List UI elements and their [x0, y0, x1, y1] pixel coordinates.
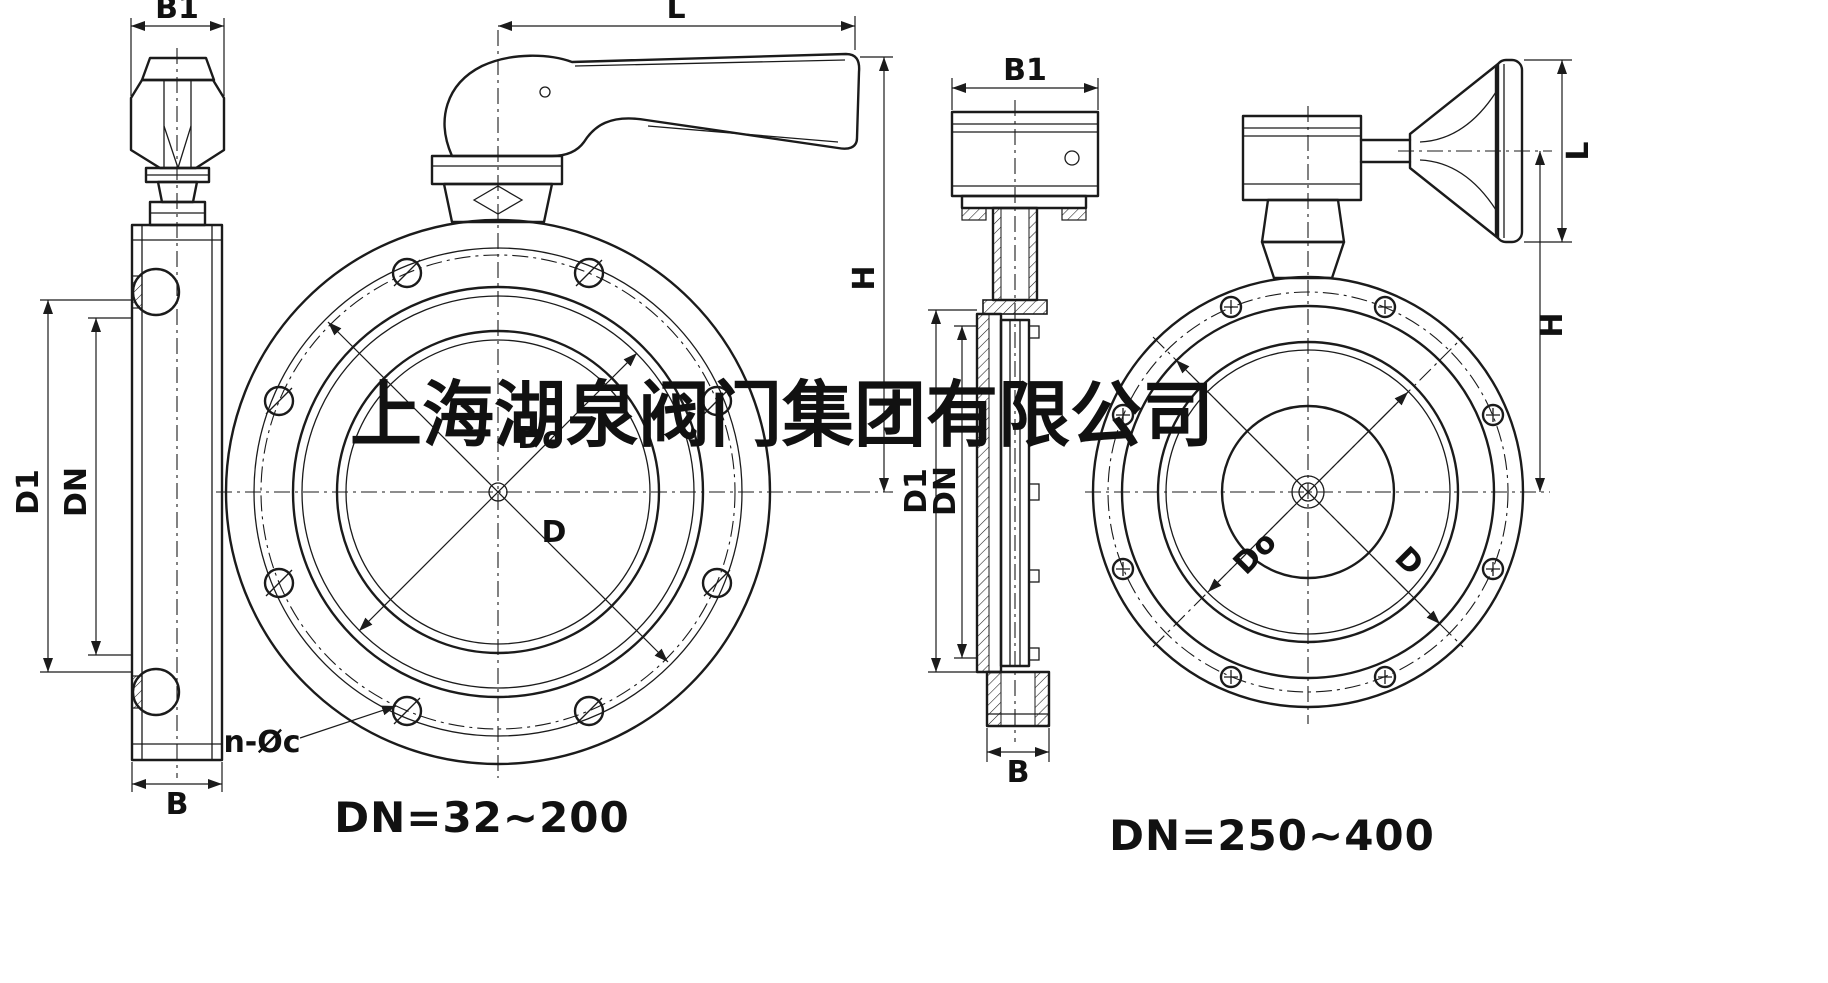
dim-dn-label: DN: [928, 466, 963, 516]
dim-d0-label: Do: [1227, 525, 1284, 582]
bolt-note-label: n-Øc: [223, 725, 300, 760]
bolt-holes: [263, 257, 733, 727]
dim-d1-label: D1: [899, 468, 934, 514]
small-valve-front-view: Do D L H n-Øc DN=32~200: [216, 0, 893, 842]
dim-l-label: L: [1561, 141, 1596, 160]
small-valve-side-view: B1 D1 DN B: [11, 0, 226, 822]
small-valve-caption: DN=32~200: [334, 793, 630, 842]
large-valve-side-view: B1 D1 DN B: [899, 53, 1100, 790]
dim-d-label: D: [542, 515, 567, 550]
dim-dn-label: DN: [59, 467, 94, 517]
large-valve-caption: DN=250~400: [1109, 811, 1435, 860]
dim-b1-label: B1: [1003, 53, 1047, 88]
dim-l-label: L: [666, 0, 685, 26]
dim-b1-label: B1: [155, 0, 199, 26]
dim-h-label: H: [1535, 312, 1570, 337]
lever-handle: [430, 52, 861, 224]
dim-b-label: B: [1007, 755, 1030, 790]
dim-d1-label: D1: [11, 469, 46, 515]
large-valve-front-view: Do D L H DN=250~400: [1085, 58, 1596, 860]
dim-b-label: B: [166, 787, 189, 822]
dim-h-label: H: [847, 265, 882, 290]
dim-d-label: D: [1388, 540, 1430, 582]
gearbox-handwheel: [1241, 58, 1552, 280]
company-watermark: 上海湖泉阀门集团有限公司: [350, 372, 1214, 457]
bolt-holes: [1111, 295, 1505, 689]
